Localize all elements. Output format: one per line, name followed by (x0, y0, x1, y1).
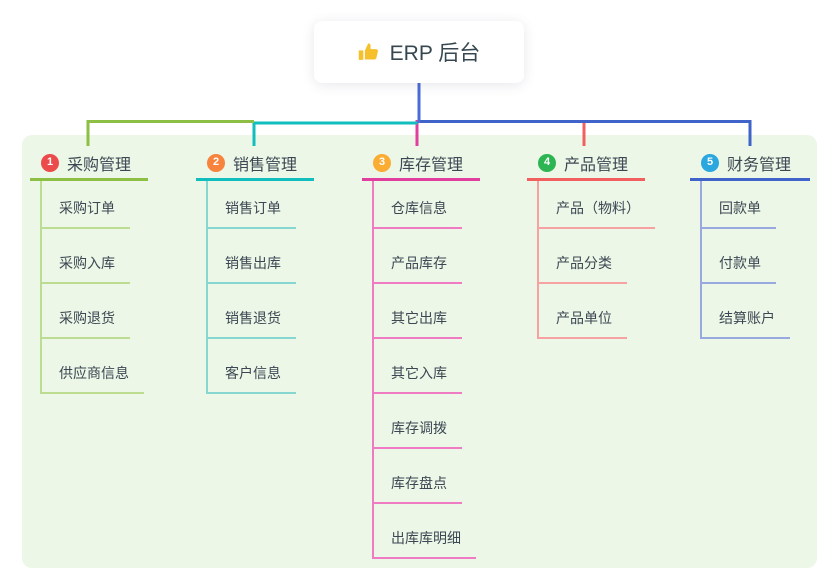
branch-finance-title-node[interactable]: 5 财务管理 (690, 147, 810, 181)
child-node[interactable]: 库存盘点 (374, 449, 462, 504)
child-node[interactable]: 回款单 (702, 181, 776, 229)
branch-inventory-label: 库存管理 (399, 156, 464, 174)
root-node[interactable]: ERP 后台 (314, 21, 524, 83)
branch-sales: 2 销售管理 销售订单 销售出库 销售退货 客户信息 (196, 147, 314, 394)
child-node[interactable]: 销售退货 (208, 284, 296, 339)
branch-product-title-node[interactable]: 4 产品管理 (527, 147, 645, 181)
child-node[interactable]: 其它入库 (374, 339, 462, 394)
branch-product-children: 产品（物料） 产品分类 产品单位 (537, 181, 655, 339)
branch-purchase-title-node[interactable]: 1 采购管理 (30, 147, 148, 181)
branch-inventory-title-node[interactable]: 3 库存管理 (362, 147, 480, 181)
badge-3: 3 (373, 153, 391, 172)
child-node[interactable]: 结算账户 (702, 284, 790, 339)
child-node[interactable]: 销售订单 (208, 181, 296, 229)
badge-5: 5 (701, 153, 719, 172)
child-node[interactable]: 产品（物料） (539, 181, 655, 229)
branch-sales-children: 销售订单 销售出库 销售退货 客户信息 (206, 181, 314, 394)
branch-inventory: 3 库存管理 仓库信息 产品库存 其它出库 其它入库 库存调拨 库存盘点 出库库… (362, 147, 480, 559)
child-node[interactable]: 产品库存 (374, 229, 462, 284)
badge-4: 4 (538, 153, 556, 172)
child-node[interactable]: 采购退货 (42, 284, 130, 339)
child-node[interactable]: 客户信息 (208, 339, 296, 394)
branch-purchase: 1 采购管理 采购订单 采购入库 采购退货 供应商信息 (30, 147, 148, 394)
child-node[interactable]: 产品单位 (539, 284, 627, 339)
child-node[interactable]: 仓库信息 (374, 181, 462, 229)
branch-inventory-children: 仓库信息 产品库存 其它出库 其它入库 库存调拨 库存盘点 出库库明细 (372, 181, 480, 559)
branch-sales-label: 销售管理 (233, 156, 298, 174)
child-node[interactable]: 出库库明细 (374, 504, 476, 559)
branch-purchase-children: 采购订单 采购入库 采购退货 供应商信息 (40, 181, 148, 394)
child-node[interactable]: 供应商信息 (42, 339, 144, 394)
branch-product: 4 产品管理 产品（物料） 产品分类 产品单位 (527, 147, 655, 339)
canvas-panel (22, 135, 817, 568)
child-node[interactable]: 采购入库 (42, 229, 130, 284)
child-node[interactable]: 库存调拨 (374, 394, 462, 449)
root-title: ERP 后台 (389, 42, 481, 65)
branch-finance: 5 财务管理 回款单 付款单 结算账户 (690, 147, 810, 339)
branch-finance-label: 财务管理 (727, 156, 792, 174)
child-node[interactable]: 付款单 (702, 229, 776, 284)
child-node[interactable]: 采购订单 (42, 181, 130, 229)
child-node[interactable]: 销售出库 (208, 229, 296, 284)
branch-finance-children: 回款单 付款单 结算账户 (700, 181, 810, 339)
child-node[interactable]: 其它出库 (374, 284, 462, 339)
branch-sales-title-node[interactable]: 2 销售管理 (196, 147, 314, 181)
branch-purchase-label: 采购管理 (67, 156, 132, 174)
branch-product-label: 产品管理 (564, 156, 629, 174)
child-node[interactable]: 产品分类 (539, 229, 627, 284)
thumbs-up-icon (358, 41, 380, 63)
badge-1: 1 (41, 153, 59, 172)
badge-2: 2 (207, 153, 225, 172)
